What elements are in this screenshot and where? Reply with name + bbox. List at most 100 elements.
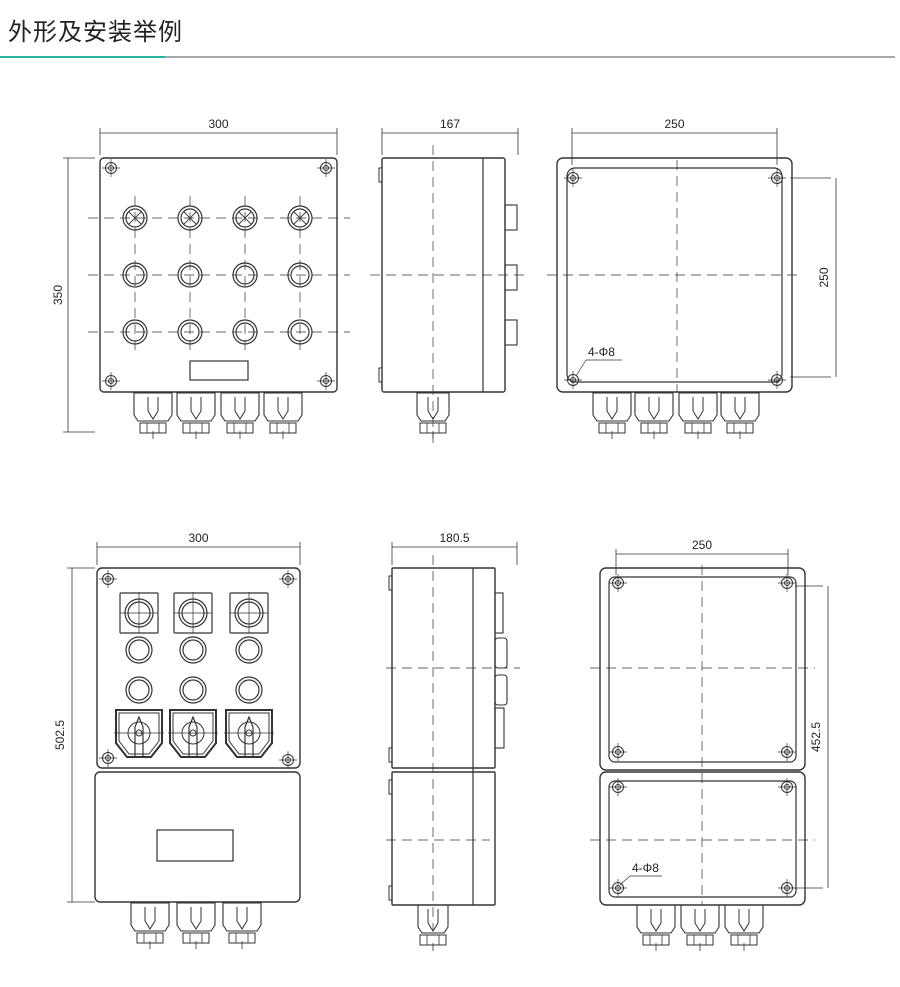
dimension-label: 250 (692, 538, 712, 552)
gland-cone (190, 907, 202, 930)
gland-body (416, 392, 450, 422)
upper-mounting-plate (608, 576, 797, 763)
push-button-icon (125, 636, 153, 664)
gland-cone (694, 909, 706, 932)
circle (128, 679, 150, 701)
lower-enclosure (94, 771, 301, 903)
mounting-hole-icon (102, 372, 120, 390)
line (238, 211, 252, 225)
circle (235, 208, 255, 228)
gland-cone (427, 397, 439, 420)
hinge (378, 367, 383, 383)
gland-body (220, 392, 260, 422)
mounting-hole-icon (778, 879, 796, 897)
circle (122, 205, 148, 231)
gland-cone (144, 907, 156, 930)
protrusion (494, 674, 508, 706)
indicator-lamp-icon (287, 205, 313, 231)
circle (125, 322, 145, 342)
circle (290, 265, 310, 285)
title-divider (0, 56, 895, 58)
circle (232, 205, 258, 231)
mounting-hole-icon (102, 159, 120, 177)
gland-cone (277, 397, 289, 420)
circle (128, 639, 150, 661)
hinge (388, 747, 393, 763)
upper-enclosure (599, 567, 806, 771)
mounting-hole-icon (99, 749, 117, 767)
gland-body (592, 392, 632, 422)
switch-guard (225, 709, 273, 758)
switch-handle (188, 715, 198, 757)
push-button-icon (235, 676, 263, 704)
dimension-label: 250 (817, 267, 831, 287)
leader-line (619, 875, 631, 886)
gland-body (634, 392, 674, 422)
mounting-hole-icon (317, 372, 335, 390)
mounting-hole-icon (609, 574, 627, 592)
push-button-icon (122, 319, 148, 345)
hinge (378, 167, 383, 183)
circle (232, 319, 258, 345)
button-with-guard-icon (229, 592, 269, 634)
circle (177, 262, 203, 288)
circle (235, 676, 263, 704)
mounting-hole-icon (778, 743, 796, 761)
gland-body (678, 392, 718, 422)
cable-gland-icon (176, 902, 216, 949)
gland-body (720, 392, 760, 422)
circle (180, 208, 200, 228)
circle (238, 639, 260, 661)
mounting-hole-icon (564, 371, 582, 389)
circle (125, 636, 153, 664)
dimension-label: 180.5 (439, 531, 469, 545)
mounting-hole-icon (564, 169, 582, 187)
line (293, 211, 307, 225)
mounting-hole-icon (609, 879, 627, 897)
page-title: 外形及安装举例 (8, 18, 183, 46)
circle (290, 322, 310, 342)
gland-cone (427, 909, 439, 932)
push-button-icon (235, 636, 263, 664)
rotary-switch-icon (114, 709, 164, 758)
indicator-lamp-icon (122, 205, 148, 231)
switch-guard-inner (228, 712, 270, 755)
gland-body (263, 392, 303, 422)
gland-body (130, 902, 170, 932)
upper-enclosure (96, 567, 301, 769)
button-with-guard-icon (173, 592, 213, 634)
mounting-hole-icon (279, 751, 297, 769)
circle (177, 319, 203, 345)
gland-body (133, 392, 173, 422)
dimension-label: 502.5 (53, 720, 67, 750)
circle (125, 265, 145, 285)
cable-gland-icon (416, 392, 450, 439)
push-button-icon (177, 319, 203, 345)
cable-gland-icon (130, 902, 170, 949)
gland-cone (692, 397, 704, 420)
rotary-switch-icon (168, 709, 218, 758)
cable-gland-icon (220, 392, 260, 439)
circle (238, 679, 260, 701)
circle (177, 205, 203, 231)
circle (180, 322, 200, 342)
gland-cone (190, 397, 202, 420)
circle (287, 262, 313, 288)
protrusion (494, 637, 508, 669)
nameplate (156, 829, 234, 862)
cable-gland-icon (222, 902, 262, 949)
dimension-label: 167 (440, 117, 460, 131)
nameplate (189, 360, 249, 381)
hole-note: 4-Φ8 (588, 345, 615, 359)
mounting-hole-icon (768, 371, 786, 389)
mounting-hole-icon (778, 778, 796, 796)
circle (122, 319, 148, 345)
gland-body (176, 392, 216, 422)
dimension-label: 350 (51, 285, 65, 305)
protrusion (504, 264, 518, 291)
circle (122, 262, 148, 288)
